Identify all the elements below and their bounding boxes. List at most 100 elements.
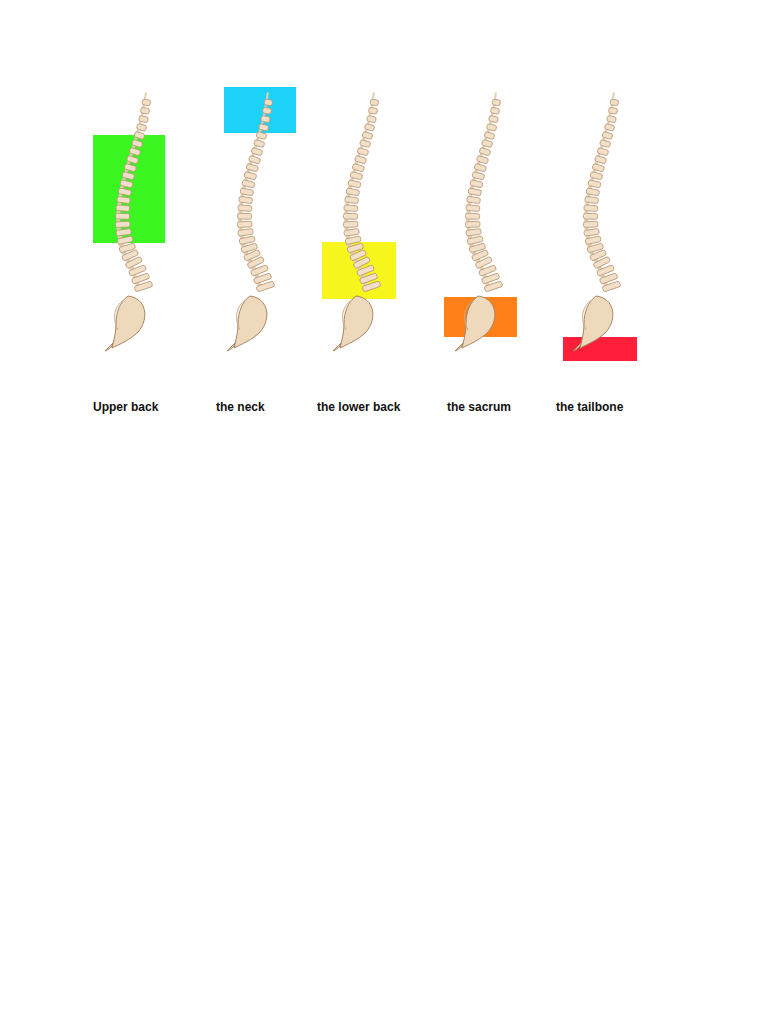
vertebra bbox=[134, 281, 153, 292]
vertebra bbox=[584, 205, 598, 212]
vertebra bbox=[116, 228, 132, 236]
vertebra bbox=[258, 123, 268, 131]
vertebra bbox=[346, 188, 360, 196]
vertebra bbox=[470, 180, 483, 188]
sacral-edge bbox=[343, 300, 352, 330]
vertebra bbox=[472, 172, 485, 180]
vertebra bbox=[602, 281, 621, 292]
vertebra bbox=[142, 99, 151, 106]
vertebra bbox=[242, 180, 255, 188]
spines bbox=[105, 93, 621, 351]
vertebra bbox=[124, 163, 137, 172]
sacral-edge bbox=[583, 300, 592, 330]
vertebra bbox=[604, 123, 614, 131]
vertebra bbox=[360, 139, 371, 147]
vertebra bbox=[345, 236, 361, 245]
vertebra bbox=[354, 155, 366, 164]
vertebra bbox=[583, 213, 597, 219]
vertebra bbox=[465, 213, 479, 219]
spine-figure bbox=[333, 93, 381, 351]
vertebra bbox=[370, 99, 379, 106]
vertebra bbox=[357, 147, 369, 156]
sacrum bbox=[234, 296, 267, 348]
highlight-boxes bbox=[93, 87, 637, 361]
vertebra bbox=[362, 131, 373, 139]
vertebra bbox=[237, 213, 251, 219]
vertebra bbox=[246, 163, 259, 172]
vertebra bbox=[490, 107, 499, 114]
vertebra bbox=[588, 180, 601, 188]
vertebra bbox=[120, 180, 133, 188]
vertebra bbox=[602, 131, 613, 139]
vertebra bbox=[238, 205, 252, 212]
coccyx bbox=[573, 343, 581, 351]
vertebra bbox=[132, 139, 143, 147]
vertebra bbox=[467, 196, 481, 203]
highlight-box bbox=[224, 87, 296, 133]
vertebra bbox=[352, 163, 365, 172]
vertebra bbox=[367, 115, 377, 122]
vertebra bbox=[115, 213, 129, 219]
vertebra bbox=[466, 228, 482, 236]
vertebra bbox=[484, 131, 495, 139]
vertebra bbox=[237, 221, 252, 227]
region-label: the neck bbox=[216, 400, 265, 414]
coccyx bbox=[227, 343, 235, 351]
vertebra bbox=[468, 188, 482, 196]
vertebra bbox=[244, 172, 257, 180]
vertebra bbox=[590, 172, 603, 180]
vertebra bbox=[262, 107, 271, 114]
spine-figure bbox=[227, 93, 275, 351]
sacral-edge bbox=[115, 300, 124, 330]
sacrum bbox=[112, 296, 145, 348]
vertebra bbox=[466, 205, 480, 212]
vertebra bbox=[117, 236, 133, 245]
highlight-box bbox=[322, 242, 396, 299]
region-label: the lower back bbox=[317, 400, 400, 414]
region-label: the tailbone bbox=[556, 400, 623, 414]
vertebra bbox=[597, 147, 609, 156]
sacrum bbox=[340, 296, 373, 348]
vertebra bbox=[344, 228, 360, 236]
vertebra bbox=[129, 147, 141, 156]
highlight-box bbox=[563, 337, 637, 361]
vertebra bbox=[585, 236, 601, 245]
vertebra bbox=[254, 139, 265, 147]
vertebra bbox=[610, 99, 619, 106]
sacral-edge bbox=[465, 300, 474, 330]
sacral-edge bbox=[237, 300, 246, 330]
coccyx bbox=[105, 343, 113, 351]
vertebra bbox=[345, 196, 359, 203]
vertebra bbox=[489, 115, 499, 122]
vertebra bbox=[140, 107, 149, 114]
vertebra bbox=[484, 281, 503, 292]
vertebra bbox=[586, 188, 600, 196]
vertebra bbox=[139, 115, 149, 122]
vertebra bbox=[134, 131, 145, 139]
highlight-box bbox=[93, 135, 165, 243]
vertebra bbox=[239, 236, 255, 245]
vertebra bbox=[117, 196, 131, 203]
vertebra bbox=[476, 155, 488, 164]
vertebra bbox=[261, 115, 271, 122]
vertebra bbox=[115, 221, 130, 227]
vertebra bbox=[256, 281, 275, 292]
vertebra bbox=[465, 221, 480, 227]
vertebra bbox=[585, 196, 599, 203]
vertebra bbox=[362, 281, 381, 292]
sacrum bbox=[462, 296, 495, 348]
vertebra bbox=[122, 172, 135, 180]
vertebra bbox=[594, 155, 606, 164]
vertebra bbox=[256, 131, 267, 139]
vertebra bbox=[479, 147, 491, 156]
vertebra bbox=[608, 107, 617, 114]
vertebra bbox=[343, 213, 357, 219]
vertebra bbox=[251, 147, 263, 156]
vertebra bbox=[136, 123, 146, 131]
vertebra bbox=[240, 188, 254, 196]
vertebra bbox=[238, 228, 254, 236]
coccyx bbox=[455, 343, 463, 351]
vertebra bbox=[368, 107, 377, 114]
vertebra bbox=[343, 221, 358, 227]
